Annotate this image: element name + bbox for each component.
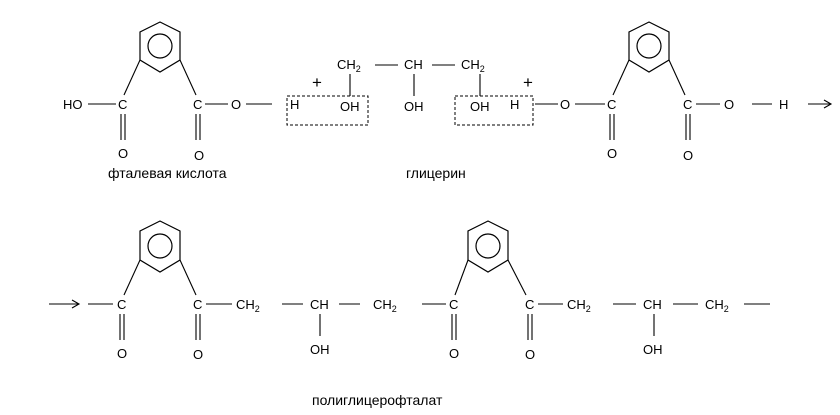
oxygen-label: O (724, 97, 734, 112)
hydroxyl-label: OH (470, 99, 490, 114)
reaction-arrow (808, 99, 833, 109)
oxygen-label: O (607, 146, 617, 161)
carbon-label: C (449, 297, 458, 312)
benzene-ring (467, 220, 509, 273)
phthalic-acid-right: O C O C O O H (535, 21, 788, 163)
oxygen-label: O (193, 347, 203, 362)
polymer-unit-2: C O C O CH2 CH OH CH2 (449, 220, 770, 362)
benzene-ring (628, 21, 670, 73)
carbon-label: C (193, 297, 202, 312)
ch2-label: CH2 (705, 297, 729, 314)
carbon-label: C (193, 97, 202, 112)
hydrogen-label: H (290, 97, 299, 112)
carbon-label: C (118, 97, 127, 112)
condensation-box-right (454, 95, 534, 126)
ch2-label: CH2 (373, 297, 397, 314)
glycerol: CH2 CH CH2 OH OH OH глицерин (337, 57, 490, 181)
ch2-label: CH2 (567, 297, 591, 314)
ch2-label: CH2 (461, 57, 485, 74)
benzene-ring (139, 220, 181, 273)
plus-sign: + (523, 73, 533, 92)
benzene-ring (139, 21, 181, 73)
phthalic-acid-caption: фталевая кислота (108, 165, 227, 181)
oxygen-label: O (118, 146, 128, 161)
polymer-unit-1: C O C O CH2 CH OH CH2 (88, 220, 446, 362)
oxygen-label: O (683, 148, 693, 163)
carbon-label: C (117, 297, 126, 312)
hydroxyl-label: OH (643, 342, 663, 357)
polymer-caption: полиглицерофталат (312, 392, 443, 408)
ch-label: CH (404, 57, 423, 72)
oxygen-label: O (231, 97, 241, 112)
ch2-label: CH2 (236, 297, 260, 314)
ch-label: CH (310, 297, 329, 312)
hydroxyl-label: OH (404, 99, 424, 114)
oxygen-label: O (560, 97, 570, 112)
hydroxyl-label: OH (310, 342, 330, 357)
ch-label: CH (643, 297, 662, 312)
oxygen-label: O (194, 148, 204, 163)
hydrogen-label: H (779, 97, 788, 112)
oxygen-label: O (117, 346, 127, 361)
plus-sign: + (312, 73, 322, 92)
continuation-arrow (49, 299, 81, 309)
carbon-label: C (525, 297, 534, 312)
glycerol-caption: глицерин (406, 165, 466, 181)
oxygen-label: O (525, 347, 535, 362)
hydroxyl-label: HO (63, 97, 83, 112)
oxygen-label: O (449, 346, 459, 361)
carbon-label: C (607, 97, 616, 112)
hydrogen-label: H (510, 97, 519, 112)
carbon-label: C (683, 97, 692, 112)
hydroxyl-label: OH (340, 99, 360, 114)
ch2-label: CH2 (337, 57, 361, 74)
phthalic-acid-left: HO C O C O O фталевая кислота (63, 21, 272, 181)
condensation-box-left (286, 95, 369, 126)
